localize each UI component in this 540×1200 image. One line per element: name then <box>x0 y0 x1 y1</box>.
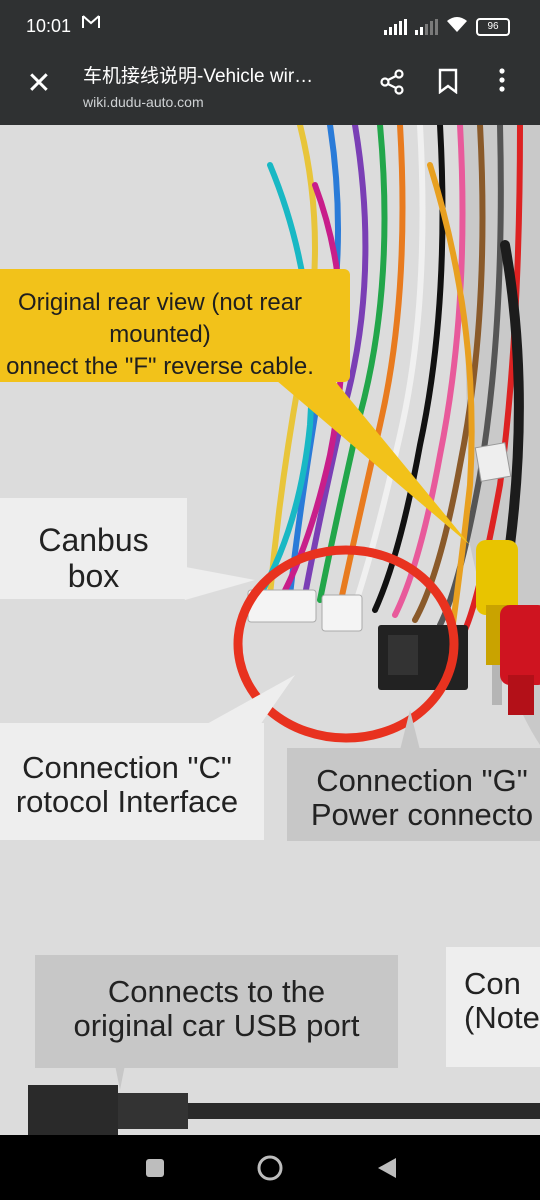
callout-note-line1: Con <box>464 966 521 1001</box>
system-nav-bar <box>0 1135 540 1200</box>
callout-note-line2: (Note <box>464 1000 540 1035</box>
callout-canbus-line2: box <box>67 558 120 594</box>
callout-canbus-line1: Canbus <box>38 522 149 558</box>
status-time: 10:01 <box>26 16 72 36</box>
callout-connection-c-line2: rotocol Interface <box>15 784 239 819</box>
home-circle-icon[interactable] <box>255 1153 285 1183</box>
callout-connection-g-line1: Connection "G" <box>316 763 528 798</box>
recents-square-icon[interactable] <box>140 1153 170 1183</box>
page-title: 车机接线说明-Vehicle wir… <box>83 66 314 87</box>
status-bar: 10:01 96 <box>0 0 540 52</box>
custom-tab-toolbar: ✕ 车机接线说明-Vehicle wir… wiki.dudu-auto.com <box>0 52 540 125</box>
callout-note: Con (Note <box>446 947 540 1067</box>
callout-rear-view-line2: mounted) <box>109 321 211 348</box>
battery-indicator: 96 <box>476 17 510 36</box>
status-icons: 96 <box>384 16 510 37</box>
callout-usb-line2: original car USB port <box>73 1008 360 1043</box>
signal-icon <box>384 18 407 35</box>
close-icon[interactable]: ✕ <box>26 67 52 100</box>
back-triangle-icon[interactable] <box>372 1153 402 1183</box>
callout-connection-c-line1: Connection "C" <box>22 750 232 785</box>
wiring-diagram-photo[interactable]: Original rear view (not rear mounted) on… <box>0 125 540 1135</box>
share-icon[interactable] <box>376 68 408 100</box>
callout-connection-g-line2: Power connecto <box>310 797 534 832</box>
callout-connection-g: Connection "G" Power connecto <box>287 748 540 841</box>
gmail-icon <box>82 14 100 35</box>
callout-usb-port: Connects to the original car USB port <box>35 955 398 1068</box>
signal-icon-2 <box>415 18 438 35</box>
more-vert-icon[interactable] <box>486 68 518 100</box>
callout-canbus-box: Canbus box <box>0 498 187 599</box>
callout-usb-line1: Connects to the <box>107 974 326 1009</box>
wifi-icon <box>446 16 468 37</box>
page-url: wiki.dudu-auto.com <box>83 94 204 110</box>
callout-rear-view: Original rear view (not rear mounted) on… <box>0 269 350 382</box>
callout-rear-view-line1: Original rear view (not rear <box>17 289 303 316</box>
callout-rear-view-line3: onnect the "F" reverse cable. <box>6 353 314 380</box>
bookmark-icon[interactable] <box>432 68 464 100</box>
callout-connection-c: Connection "C" rotocol Interface <box>0 723 264 840</box>
